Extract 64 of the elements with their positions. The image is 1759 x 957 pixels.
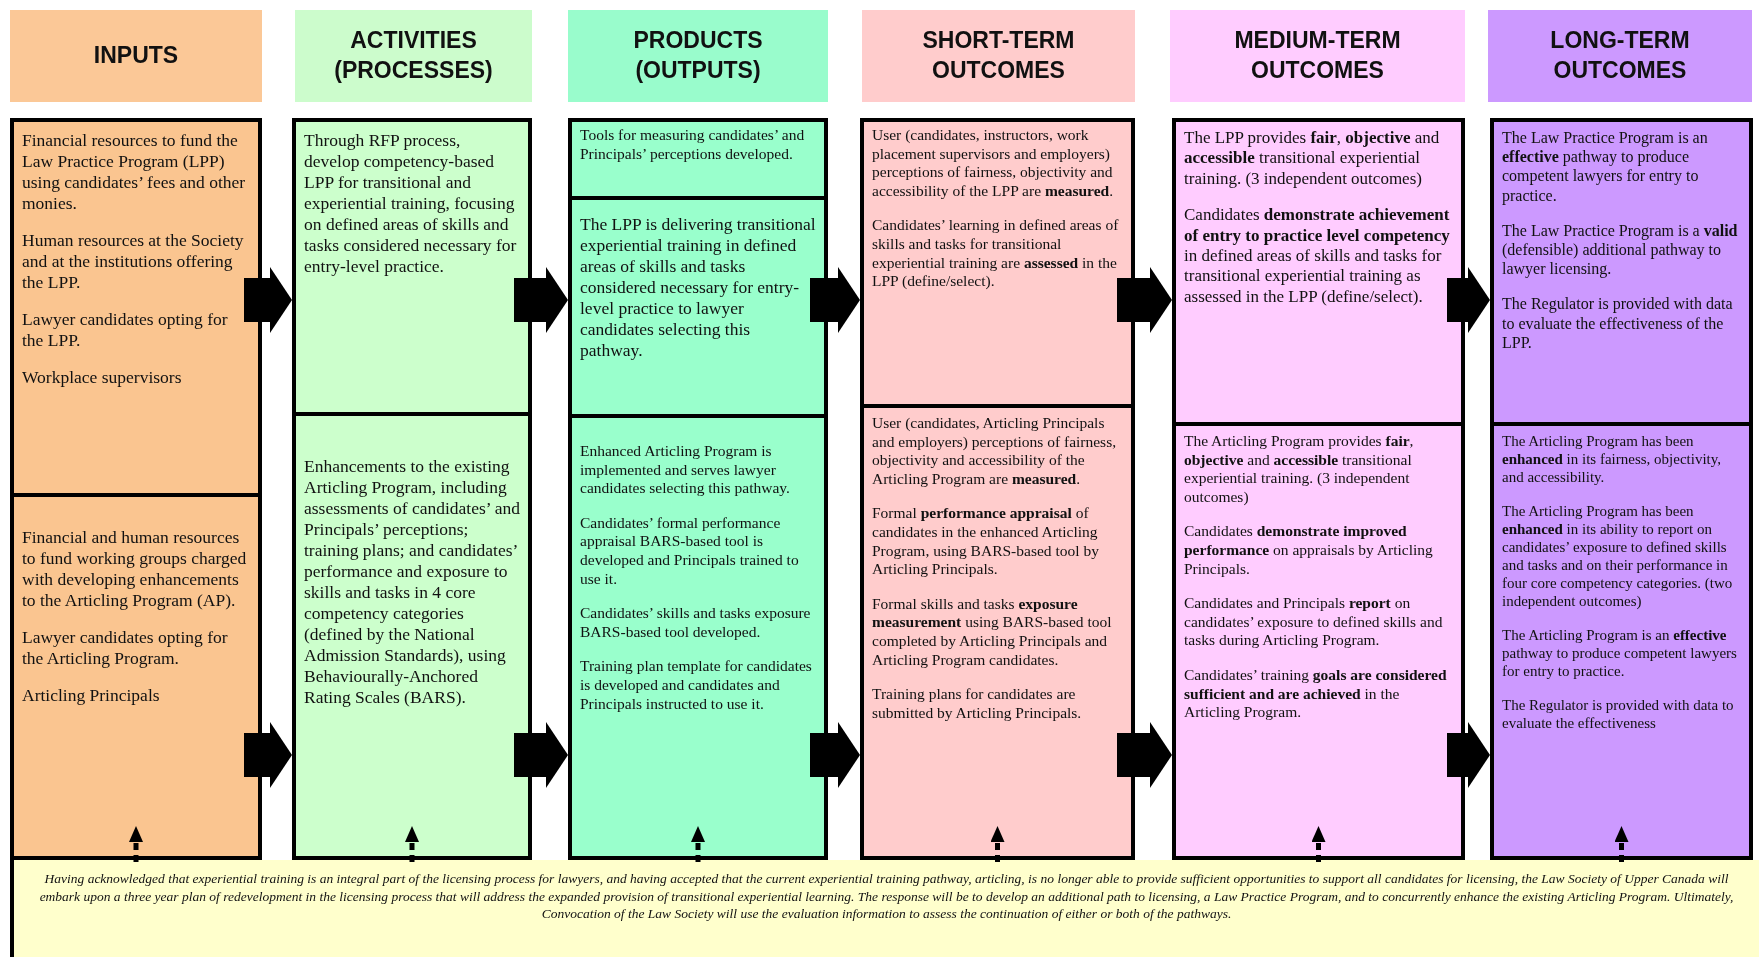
section-text: The Law Practice Program is an effective pathway to produce competent lawyers for entry to practice. — [1502, 128, 1709, 205]
dashed-arrow — [1311, 826, 1326, 862]
dashed-arrow — [405, 826, 419, 862]
section-text: Enhanced Articling Program is implemented and serves lawyer candidates selecting this pathway. — [580, 442, 791, 498]
section-text: Candidates’ skills and tasks exposure BARS-based tool developed. — [580, 604, 812, 642]
block-arrow — [1447, 267, 1490, 333]
header-text: MEDIUM-TERM OUTCOMES — [1233, 26, 1402, 85]
section-text: The Regulator is provided with data to evaluate the effectiveness of the LPP. — [1502, 294, 1734, 352]
section-text: User (candidates, instructors, work placement supervisors and employers) perceptions of fairness, objectivity and accessibility of the LPP are measured. — [872, 126, 1115, 201]
header-text: SHORT-TERM OUTCOMES — [921, 26, 1076, 85]
block-arrow — [244, 722, 292, 788]
column-header — [1488, 10, 1752, 102]
column-header — [862, 10, 1135, 102]
section-text: Training plans for candidates are submitted by Articling Principals. — [872, 685, 1083, 723]
dashed-arrow — [1614, 826, 1629, 862]
block-arrow — [244, 267, 292, 333]
header-text: INPUTS — [93, 41, 179, 71]
section-text: Financial and human resources to fund working groups charged with developing enhancements to the Articling Program (AP). — [22, 527, 248, 611]
block-arrow — [1117, 267, 1172, 333]
section-text: Candidates demonstrate improved performance on appraisals by Articling Principals. — [1184, 522, 1434, 579]
section-text: Articling Principals — [22, 685, 161, 706]
block-arrow — [1447, 722, 1490, 788]
footer-text: Having acknowledged that experiential training is an integral part of the licensing process for lawyers, and having accepted that the current experiential training pathway, articling, is no longer able to provide sufficient opportunities to support all candidates for licensing, the Law Society of Upper Canada will embark upon a three year plan of redevelopment in the licensing process that will address the expanded provision of transitional experiential learning. The response will be to develop an additional path to licensing, a Law Practice Program, and to concurrently enhance the existing Articling Program. Ultimately, Convocation of the Law Society will use the evaluation information to assess the continuation of either or both of the pathways. — [38, 870, 1735, 923]
section-text: Candidates demonstrate achievement of entry to practice level competency in defined areas of skills and tasks for transitional experiential training as assessed in the LPP (define/select). — [1184, 205, 1451, 308]
section-text: The Articling Program has been enhanced in its ability to report on candidates’ exposure to defined skills and tasks and on their performance in four core competency categories. (two independent outcomes) — [1502, 502, 1734, 610]
section-text: Formal skills and tasks exposure measurement using BARS-based tool completed by Articling Principals and Articling Program candidates. — [872, 594, 1113, 670]
block-arrow — [514, 267, 568, 333]
dashed-arrow — [129, 826, 143, 862]
section-text: The LPP provides fair, objective and accessible transitional experiential training. (3 independent outcomes) — [1184, 128, 1441, 190]
header-text: ACTIVITIES (PROCESSES) — [333, 26, 494, 85]
block-arrow — [810, 267, 860, 333]
footer-note — [10, 860, 1759, 957]
block-arrow — [1117, 722, 1172, 788]
section-text: The Articling Program has been enhanced in its fairness, objectivity, and accessibility. — [1502, 432, 1722, 486]
section-text: The Articling Program is an effective pathway to produce competent lawyers for entry to practice. — [1502, 626, 1738, 680]
section-text: Tools for measuring candidates’ and Principals’ perceptions developed. — [580, 126, 806, 164]
section-text: Candidates and Principals report on candidates’ exposure to defined skills and tasks during Articling Program. — [1184, 594, 1444, 650]
section-text: Formal performance appraisal of candidates in the enhanced Articling Program, using BARS-based tool by Articling Principals. — [872, 504, 1100, 579]
section-text: Enhancements to the existing Articling Program, including assessments of candidates’ and Principals’ perceptions; training plans; and candidates’ performance and exposure to skills and tasks in 4 core competency categories (defined by the National Admission Standards), using Behaviourally-Anchored Rating Scales (BARS). — [304, 456, 520, 708]
block-arrow — [514, 722, 568, 788]
column-header — [295, 10, 532, 102]
header-text: PRODUCTS (OUTPUTS) — [632, 26, 764, 85]
column-header — [1170, 10, 1465, 102]
header-text: LONG-TERM OUTCOMES — [1549, 26, 1691, 85]
block-arrow — [810, 722, 860, 788]
section-text: Human resources at the Society and at the institutions offering the LPP. — [22, 230, 245, 293]
section-text: Lawyer candidates opting for the Articling Program. — [22, 627, 229, 669]
section-text: The Articling Program provides fair, objective and accessible transitional experiential training. (3 independent outcomes) — [1184, 432, 1415, 507]
section-text: The Regulator is provided with data to evaluate the effectiveness — [1502, 696, 1735, 732]
column-header — [10, 10, 262, 102]
section-text: Workplace supervisors — [22, 367, 183, 388]
section-text: The Law Practice Program is a valid (defensible) additional pathway to lawyer licensing. — [1502, 220, 1739, 279]
section-text: Through RFP process, develop competency-based LPP for transitional and experiential training, focusing on defined areas of skills and tasks considered necessary for entry-level practice. — [304, 130, 518, 277]
section-text: User (candidates, Articling Principals and employers) perceptions of fairness, objectivity and accessibility of the Articling Program are measured. — [872, 414, 1118, 489]
dashed-arrow — [691, 826, 705, 862]
section-text: Candidates’ formal performance appraisal BARS-based tool is developed and Principals trained to use it. — [580, 513, 800, 589]
section-text: Candidates’ learning in defined areas of skills and tasks for transitional experiential training are assessed in the LPP (define/select). — [872, 216, 1120, 291]
column-header — [568, 10, 828, 102]
dashed-arrow — [990, 826, 1005, 862]
section-text: Financial resources to fund the Law Practice Program (LPP) using candidates’ fees and other monies. — [22, 130, 247, 214]
section-text: The LPP is delivering transitional experiential training in defined areas of skills and tasks considered necessary for entry-level practice to lawyer candidates selecting this pathway. — [580, 214, 816, 361]
section-text: Candidates’ training goals are considered sufficient and are achieved in the Articling Program. — [1184, 665, 1448, 722]
section-text: Lawyer candidates opting for the LPP. — [22, 309, 229, 351]
section-text: Training plan template for candidates is developed and candidates and Principals instructed to use it. — [580, 657, 813, 714]
